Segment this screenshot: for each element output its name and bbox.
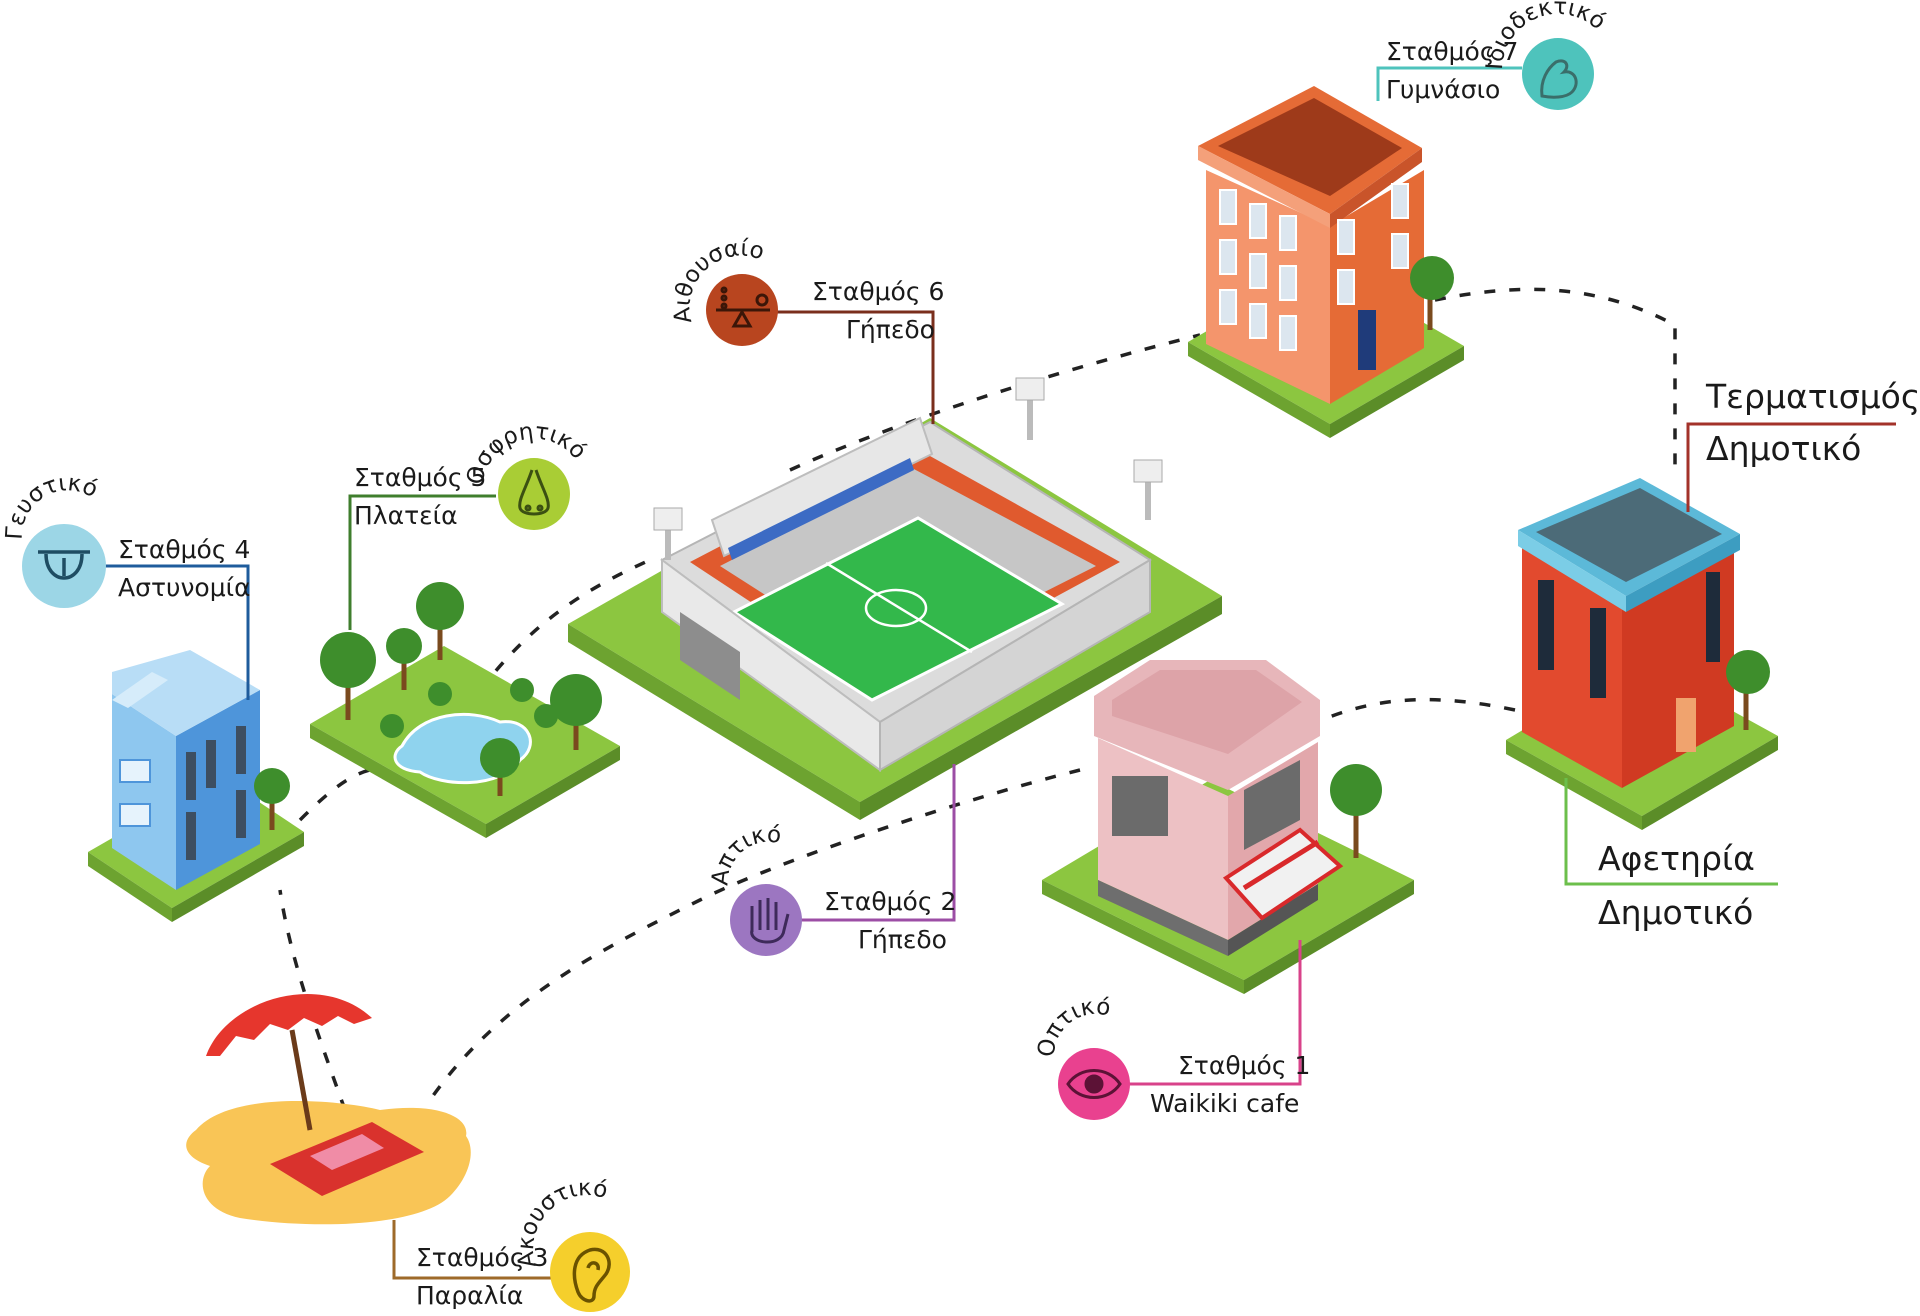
station-2-badge — [730, 884, 802, 956]
station-7-marker: Ιδιοδεκτικό Σταθμός 7 Γυμνάσιο — [1386, 0, 1611, 110]
start-marker: Αφετηρία Δημοτικό — [1598, 839, 1755, 932]
station-5-place: Πλατεία — [354, 501, 458, 530]
hand-icon — [750, 898, 790, 944]
station-2-label: Σταθμός 2 — [824, 887, 956, 916]
finish-marker: Τερματισμός Δημοτικό — [1705, 377, 1920, 468]
station-2-marker: Απτικό Σταθμός 2 Γήπεδο — [707, 822, 956, 956]
arm-icon — [1540, 59, 1578, 99]
station-3-badge — [550, 1232, 630, 1312]
connector-station-6 — [742, 310, 935, 424]
route-segment-start-to-cafe — [1299, 697, 1516, 732]
gymnasio-building — [1188, 86, 1464, 438]
connector-station-5 — [348, 494, 496, 630]
station-7-place: Γυμνάσιο — [1386, 75, 1500, 104]
station-6-label: Σταθμός 6 — [812, 277, 944, 306]
finish-title: Τερματισμός — [1705, 377, 1920, 416]
tongue-icon — [38, 550, 90, 580]
route-segment-park-to-stadium — [478, 558, 651, 692]
beach-scene — [186, 994, 471, 1225]
route-segment-cafe-to-stadium-south — [428, 768, 1081, 1102]
route-segment-stadium-to-gymnasio — [789, 333, 1201, 472]
station-3-label: Σταθμός 3 — [416, 1243, 548, 1272]
connector-station-1 — [1114, 940, 1302, 1086]
connector-finish — [1686, 422, 1896, 512]
station-5-marker: Οσφρητικό Σταθμός 5 Πλατεία — [354, 418, 591, 530]
station-7-label: Σταθμός 7 — [1386, 37, 1518, 66]
station-1-place: Waikiki cafe — [1150, 1089, 1299, 1118]
ear-icon — [572, 1247, 611, 1303]
route-segment-police-to-park — [298, 768, 371, 822]
connector-station-4 — [100, 564, 250, 700]
start-title: Αφετηρία — [1598, 839, 1755, 878]
finish-place: Δημοτικό — [1706, 429, 1861, 468]
route-path — [278, 287, 1677, 1111]
station-2-sense: Απτικό — [707, 822, 782, 887]
station-1-label: Σταθμός 1 — [1178, 1051, 1310, 1080]
balance-icon — [716, 286, 770, 328]
connector-station-2 — [770, 764, 956, 922]
station-4-marker: Γευστικό Σταθμός 4 Αστυνομία — [2, 470, 251, 608]
start-place: Δημοτικό — [1598, 893, 1753, 932]
park-square — [310, 582, 620, 838]
station-5-label: Σταθμός 5 — [354, 463, 486, 492]
route-segment-gymnasio-to-finish — [1434, 287, 1677, 470]
nose-icon — [518, 469, 550, 516]
eye-icon — [1066, 1069, 1122, 1099]
station-1-marker: Οπτικό Σταθμός 1 Waikiki cafe — [1033, 994, 1310, 1120]
station-7-badge — [1522, 38, 1594, 110]
station-6-place: Γήπεδο — [846, 315, 935, 344]
waikiki-cafe-building — [1042, 660, 1414, 994]
connector-station-7 — [1376, 66, 1522, 101]
station-4-place: Αστυνομία — [118, 573, 251, 602]
station-2-place: Γήπεδο — [858, 925, 947, 954]
connector-station-3 — [392, 1220, 588, 1280]
stadium-building — [568, 377, 1222, 820]
route-segment-beach-to-police — [278, 889, 347, 1111]
connector-start — [1564, 778, 1778, 886]
station-6-marker: Αιθουσαίο Σταθμός 6 Γήπεδο — [669, 235, 944, 346]
station-5-badge — [498, 458, 570, 530]
police-building — [88, 650, 304, 922]
station-4-label: Σταθμός 4 — [118, 535, 250, 564]
station-3-place: Παραλία — [416, 1281, 523, 1310]
school-building — [1506, 478, 1778, 830]
